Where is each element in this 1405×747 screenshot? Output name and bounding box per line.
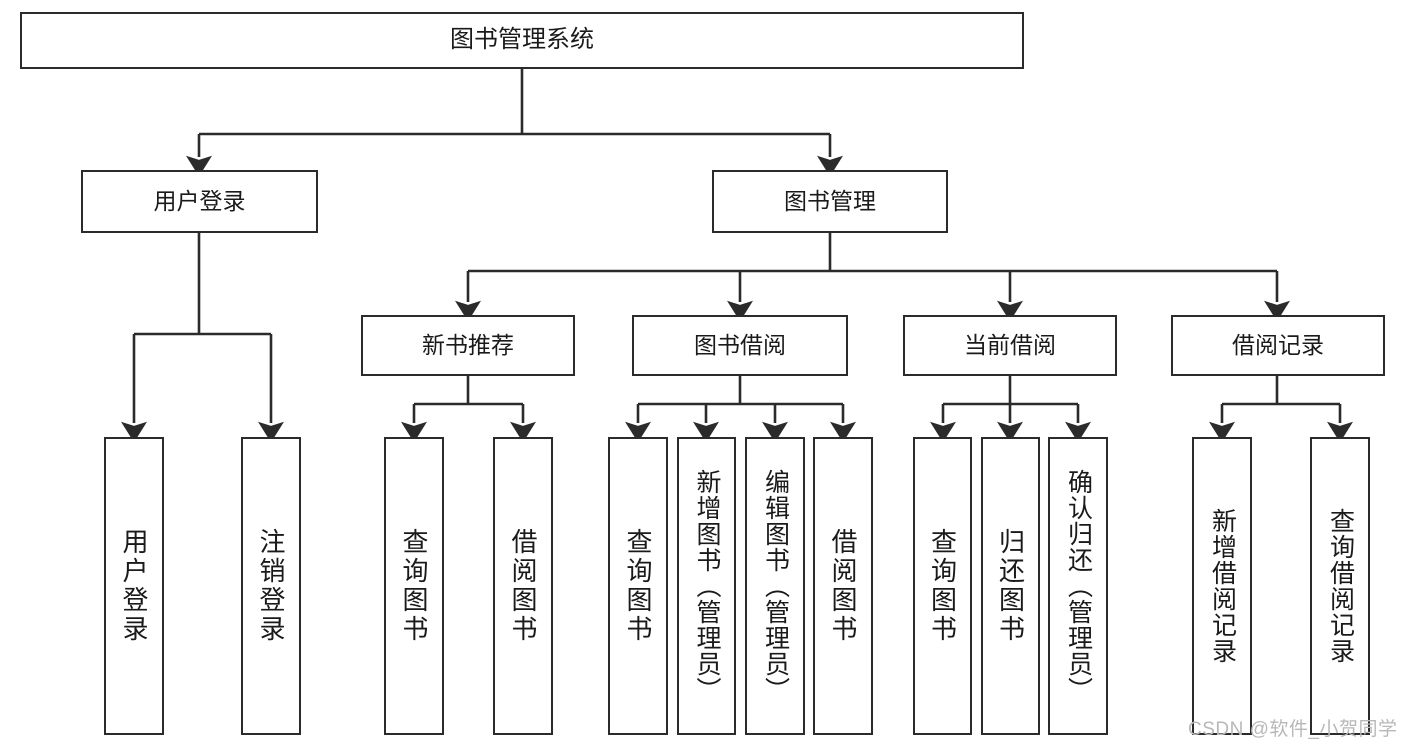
node-user-login[interactable]: 用户登录: [81, 170, 318, 233]
node-leaf-return-book[interactable]: 归还图书: [981, 437, 1040, 735]
node-label: 查询借阅记录: [1326, 508, 1355, 664]
csdn-watermark: CSDN @软件_小贺同学: [1188, 719, 1398, 740]
node-label: 归还图书: [995, 528, 1026, 644]
node-leaf-query-book-2[interactable]: 查询图书: [608, 437, 668, 735]
node-label: 注销登录: [256, 528, 286, 644]
node-label: 编辑图书（管理员）: [761, 469, 790, 703]
node-leaf-query-book-1[interactable]: 查询图书: [384, 437, 444, 735]
node-leaf-logout-login[interactable]: 注销登录: [241, 437, 301, 735]
node-current-borrow[interactable]: 当前借阅: [903, 315, 1117, 376]
node-label: 用户登录: [119, 528, 149, 644]
node-leaf-borrow-book-1[interactable]: 借阅图书: [493, 437, 553, 735]
node-label: 新增图书（管理员）: [693, 469, 721, 703]
node-label: 图书管理系统: [450, 26, 594, 54]
node-root-system[interactable]: 图书管理系统: [20, 12, 1024, 69]
node-book-borrow[interactable]: 图书借阅: [632, 315, 848, 376]
node-leaf-user-login[interactable]: 用户登录: [104, 437, 164, 735]
node-leaf-borrow-book-2[interactable]: 借阅图书: [813, 437, 873, 735]
node-label: 查询图书: [399, 528, 429, 644]
node-leaf-confirm-return[interactable]: 确认归还（管理员）: [1048, 437, 1108, 735]
node-leaf-query-book-3[interactable]: 查询图书: [913, 437, 972, 735]
node-label: 用户登录: [153, 187, 246, 214]
node-label: 当前借阅: [964, 331, 1056, 358]
node-book-management[interactable]: 图书管理: [712, 170, 948, 233]
node-leaf-query-record[interactable]: 查询借阅记录: [1310, 437, 1370, 735]
node-label: 新书推荐: [422, 331, 514, 358]
node-leaf-edit-book[interactable]: 编辑图书（管理员）: [745, 437, 805, 735]
node-label: 新增借阅记录: [1208, 508, 1237, 664]
node-label: 图书管理: [784, 187, 876, 214]
node-label: 查询图书: [623, 528, 653, 644]
node-label: 确认归还（管理员）: [1064, 469, 1093, 703]
node-label: 借阅图书: [828, 528, 858, 644]
node-label: 图书借阅: [694, 331, 786, 358]
node-label: 查询图书: [927, 528, 958, 644]
node-borrow-record[interactable]: 借阅记录: [1171, 315, 1385, 376]
node-leaf-add-record[interactable]: 新增借阅记录: [1192, 437, 1252, 735]
node-label: 借阅记录: [1232, 331, 1324, 358]
node-new-book-recommend[interactable]: 新书推荐: [361, 315, 575, 376]
node-label: 借阅图书: [508, 528, 538, 644]
node-leaf-add-book[interactable]: 新增图书（管理员）: [677, 437, 736, 735]
